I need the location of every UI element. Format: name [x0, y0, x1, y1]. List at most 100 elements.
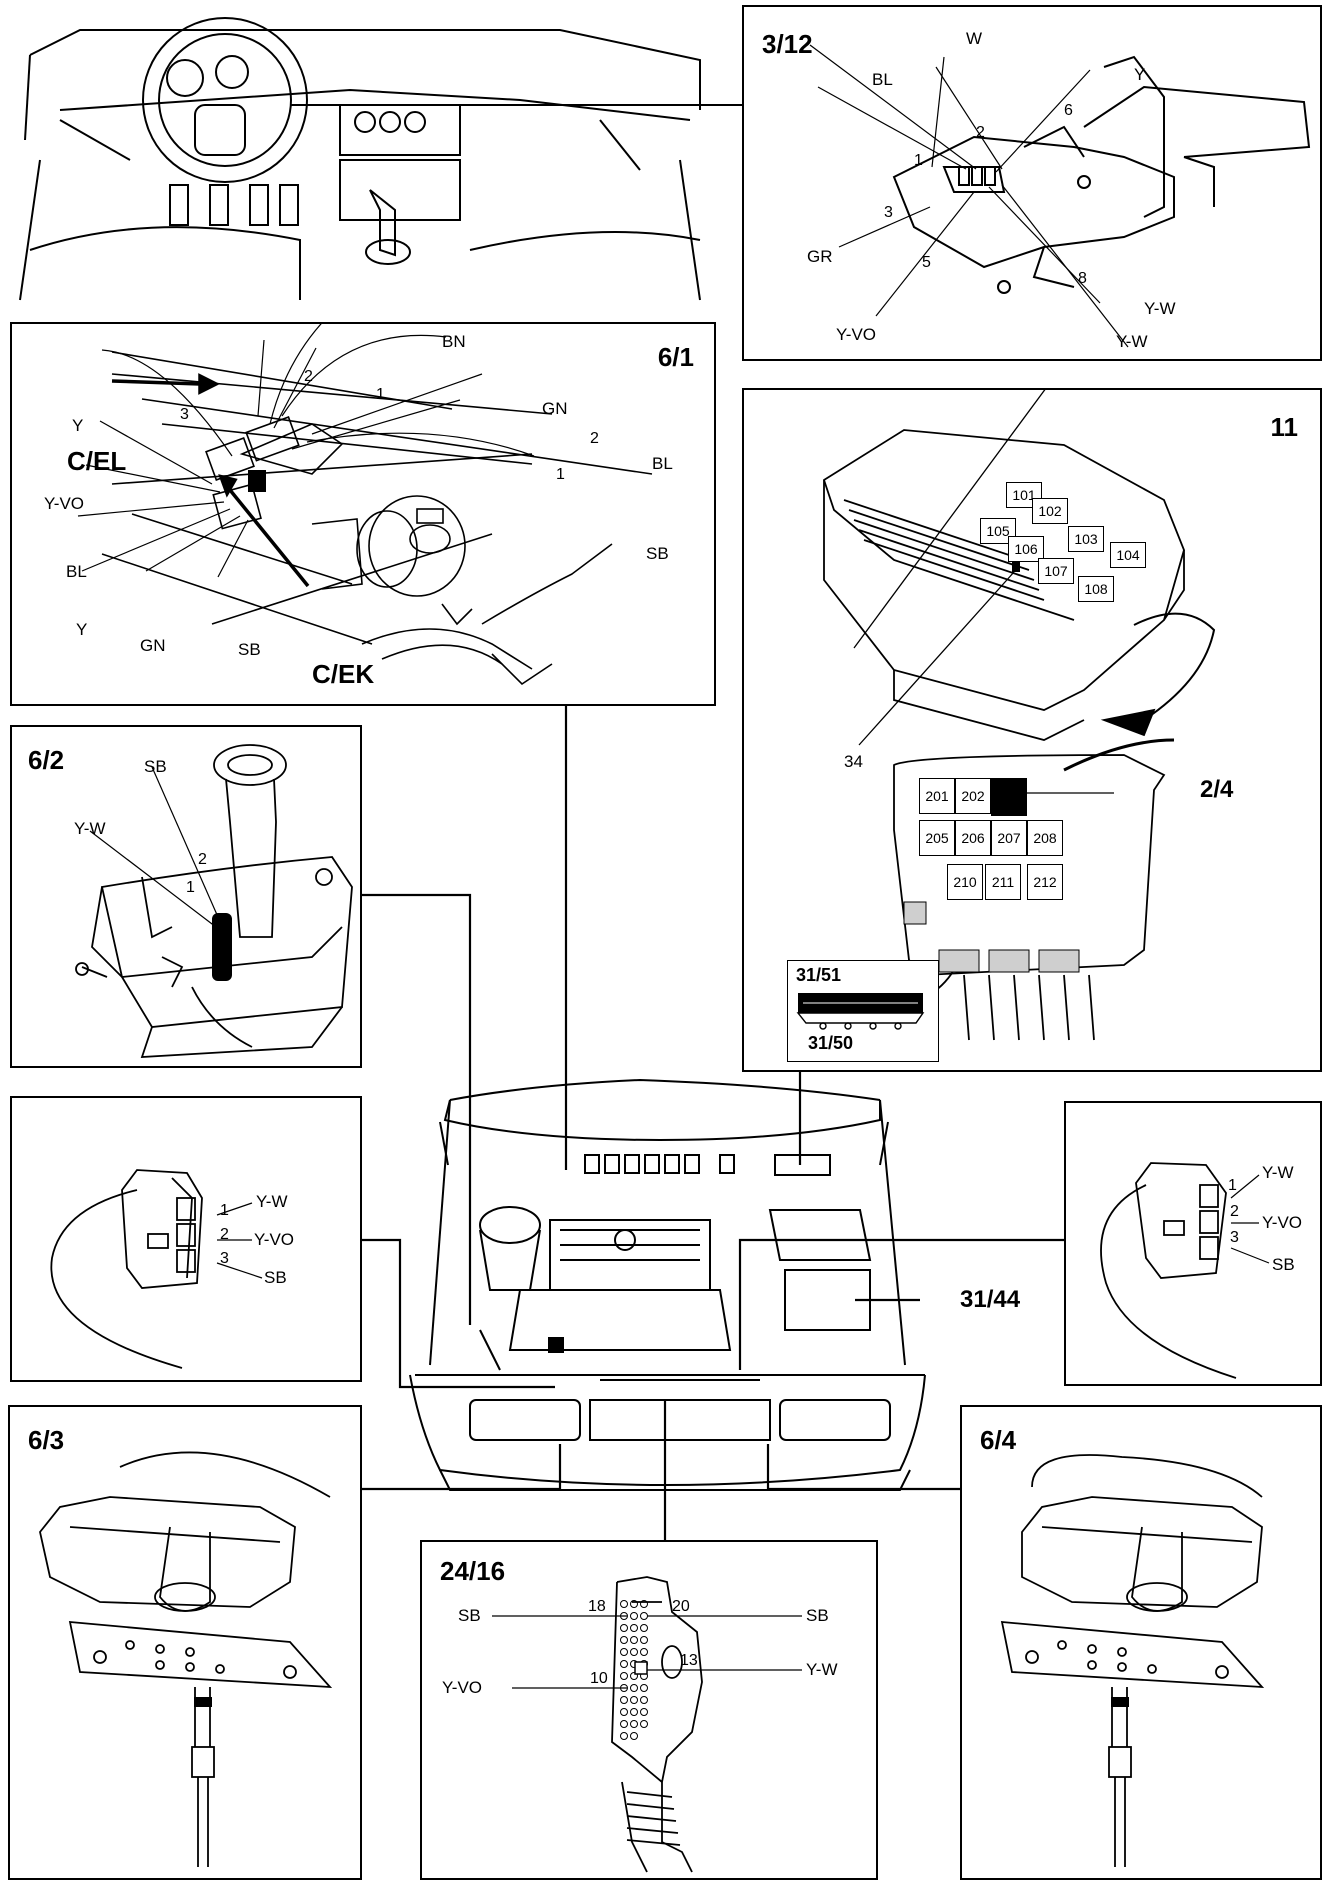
connector-label-c-ek: C/EK	[312, 659, 375, 689]
pin-2: 2	[220, 1226, 229, 1243]
panel-id-6-1: 6/1	[657, 342, 694, 372]
wire-label-bl: BL	[872, 70, 893, 89]
relay-104: 104	[1110, 542, 1146, 568]
panel-id-3-12: 3/12	[762, 29, 813, 59]
left-pin-label: 10	[590, 1670, 608, 1687]
left-wire-label: SB	[458, 1606, 481, 1625]
right-wire-label: Y-W	[806, 1660, 838, 1679]
wiper-motor-drawing	[77, 324, 653, 686]
panel-id-6-4: 6/4	[980, 1425, 1017, 1455]
pin-1: 1	[186, 879, 195, 896]
connector-label-31-50: 31/50	[808, 1033, 854, 1053]
relay-211: 211	[985, 864, 1021, 900]
right-connector-drawing	[1100, 1162, 1270, 1379]
panel-6-1: 6/1	[10, 322, 716, 706]
wire-label-sb-1: SB	[646, 544, 669, 563]
wire-label-y-vo: Y-VO	[1262, 1213, 1303, 1232]
wire-label-y-vo: Y-VO	[44, 494, 85, 513]
relay-105: 105	[980, 518, 1016, 544]
pin-3: 3	[884, 204, 893, 221]
connector-label-c-el: C/EL	[67, 446, 127, 476]
relay-212: 212	[1027, 864, 1063, 900]
pin-2-right: 2	[590, 430, 599, 447]
central-electrical-unit-drawing	[823, 390, 1216, 1041]
panel-24-16: 24/16	[420, 1540, 878, 1880]
wire-label-sb: SB	[1272, 1255, 1295, 1274]
left-wire-label: Y-VO	[442, 1678, 483, 1697]
ecu-connector-drawing	[492, 1576, 802, 1873]
pin-3: 3	[180, 406, 189, 423]
left-pin-label: 18	[588, 1598, 606, 1615]
wire-label-gr: GR	[807, 247, 833, 266]
marker-31-44: 31/44	[960, 1286, 1021, 1313]
wire-label-sb-2: SB	[238, 640, 261, 659]
wire-label-y-w: Y-W	[1262, 1163, 1294, 1182]
headlamp-motor-drawing-right	[1000, 1454, 1265, 1867]
wire-label-gn-2: GN	[140, 636, 166, 655]
relay-202: 202	[955, 778, 991, 814]
wire-label-bn: BN	[442, 332, 466, 351]
wire-label-sb: SB	[144, 757, 167, 776]
wire-label-w: W	[966, 29, 983, 48]
left-connector-drawing	[50, 1169, 263, 1369]
pin-3: 3	[220, 1250, 229, 1267]
combination-switch-drawing	[809, 44, 1311, 348]
panel-6-4: 6/4	[960, 1405, 1322, 1880]
pin-1: 1	[220, 1202, 229, 1219]
headlamp-motor-drawing-left	[39, 1451, 333, 1867]
pin-2-upper: 2	[304, 368, 313, 385]
wire-label-y-w-1: Y-W	[1144, 299, 1176, 318]
panel-id-6-2: 6/2	[28, 745, 65, 775]
pin-6: 6	[1064, 102, 1073, 119]
panel-11: 11	[742, 388, 1322, 1072]
relay-107: 107	[1038, 558, 1074, 584]
relay-106: 106	[1008, 536, 1044, 562]
wire-label-bl-2: BL	[66, 562, 87, 581]
washer-reservoir-drawing	[75, 744, 353, 1058]
wire-label-y-1: Y	[72, 416, 84, 435]
relay-205: 205	[919, 820, 955, 856]
wire-label-bl-1: BL	[652, 454, 673, 473]
pin-8: 8	[1078, 270, 1087, 287]
connector-label-31-51: 31/51	[796, 965, 842, 985]
pin-5: 5	[922, 254, 931, 271]
panel-id-6-3: 6/3	[28, 1425, 65, 1455]
connector-inset-drawing	[796, 993, 925, 1030]
pin-3: 3	[1230, 1229, 1239, 1246]
pin-1-right: 1	[556, 466, 565, 483]
pin-1: 1	[1228, 1177, 1237, 1194]
relay-207: 207	[991, 820, 1027, 856]
pin-1: 1	[914, 152, 923, 169]
right-wire-label: SB	[806, 1606, 829, 1625]
relay-102: 102	[1032, 498, 1068, 524]
relay-206: 206	[955, 820, 991, 856]
wire-label-gn-1: GN	[542, 399, 568, 418]
right-pin-label: 20	[672, 1598, 690, 1615]
panel-3-12: 3/12	[742, 5, 1322, 361]
pin-2: 2	[1230, 1203, 1239, 1220]
wire-label-y-2: Y	[76, 620, 88, 639]
panel-left-connector: Y-W Y-VO SB 1 2 3	[10, 1096, 362, 1382]
panel-6-3: 6/3	[8, 1405, 362, 1880]
wire-label-sb: SB	[264, 1268, 287, 1287]
wire-label-y-w: Y-W	[256, 1192, 288, 1211]
pin-1-upper: 1	[376, 386, 385, 403]
relay-103: 103	[1068, 526, 1104, 552]
relay-208: 208	[1027, 820, 1063, 856]
panel-6-2: 6/2 SB Y-W 2	[10, 725, 362, 1068]
connector-inset: 31/51 31/50	[787, 960, 939, 1062]
pin-2: 2	[198, 851, 207, 868]
pin-2: 2	[976, 124, 985, 141]
wire-label-y-vo: Y-VO	[836, 325, 877, 344]
panel-right-connector: Y-W Y-VO SB 1 2 3	[1064, 1101, 1322, 1386]
relay-101: 101	[1006, 482, 1042, 508]
panel-id-24-16: 24/16	[440, 1556, 506, 1586]
relay-marker-2-4: 2/4	[1200, 776, 1234, 803]
relay-210: 210	[947, 864, 983, 900]
relay-108: 108	[1078, 576, 1114, 602]
right-pin-label: 13	[680, 1652, 698, 1669]
relay-201: 201	[919, 778, 955, 814]
panel-id-11: 11	[1270, 412, 1299, 442]
fuse-label-34: 34	[844, 752, 863, 771]
